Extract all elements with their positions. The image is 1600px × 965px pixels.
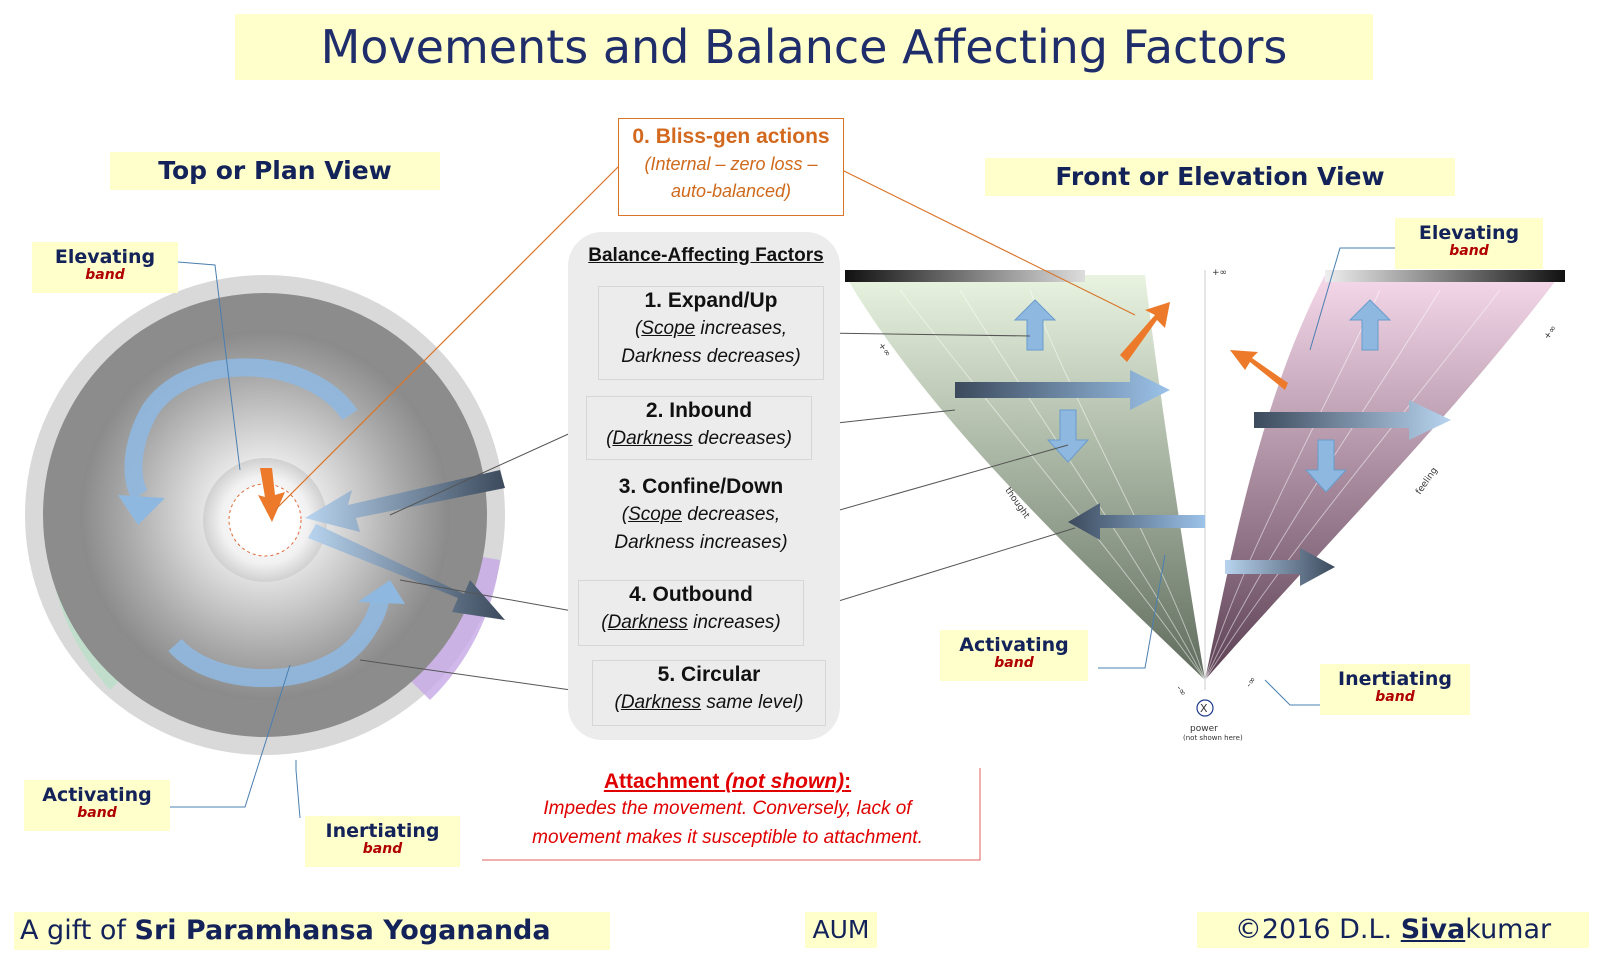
plan-elevating-label: Elevating bbox=[54, 246, 156, 268]
factor-1-title: 1. Expand/Up bbox=[644, 289, 778, 312]
front-activating-band: Activating band bbox=[940, 630, 1088, 681]
front-inertiating-band: Inertiating band bbox=[1320, 664, 1470, 715]
factor-5: 5. Circular (Darkness same level) bbox=[592, 660, 826, 726]
plan-elevating-band: Elevating band bbox=[32, 242, 178, 293]
label-bottom-right: -∞ bbox=[1244, 675, 1258, 690]
factor-3-title: 3. Confine/Down bbox=[618, 475, 784, 498]
plan-leader-lines bbox=[168, 261, 301, 819]
label-right-pos: +∞ bbox=[1542, 324, 1559, 342]
bliss-actions-box: 0. Bliss-gen actions (Internal – zero lo… bbox=[618, 118, 844, 216]
label-bottom-left: -∞ bbox=[1174, 684, 1188, 699]
factor-2-desc: (Darkness decreases) bbox=[606, 428, 792, 449]
front-inertiating-band-word: band bbox=[1375, 689, 1415, 705]
label-feeling: feeling bbox=[1414, 466, 1440, 497]
plan-elevating-band-word: band bbox=[85, 267, 125, 283]
plan-activating-band-word: band bbox=[77, 805, 117, 821]
front-activating-band-word: band bbox=[994, 655, 1034, 671]
front-elevating-band: Elevating band bbox=[1395, 218, 1543, 269]
factor-2-title: 2. Inbound bbox=[645, 399, 753, 422]
elevation-view bbox=[845, 270, 1565, 717]
attachment-note: Attachment (not shown): Impedes the move… bbox=[480, 770, 975, 852]
x-symbol: X bbox=[1200, 702, 1208, 715]
front-elevating-band-word: band bbox=[1449, 243, 1489, 259]
factor-4-title: 4. Outbound bbox=[629, 583, 753, 606]
bliss-title: 0. Bliss-gen actions bbox=[632, 125, 830, 148]
factor-3-desc: (Scope decreases,Darkness increases) bbox=[614, 504, 788, 553]
factor-5-title: 5. Circular bbox=[657, 663, 761, 686]
factor-3: 3. Confine/Down (Scope decreases,Darknes… bbox=[586, 472, 816, 566]
attachment-heading: Attachment (not shown): bbox=[603, 770, 852, 793]
label-left-pos: +∞ bbox=[876, 341, 893, 359]
plan-inertiating-label: Inertiating bbox=[325, 820, 440, 842]
label-power: power bbox=[1190, 724, 1218, 734]
factor-1: 1. Expand/Up (Scope increases,Darkness d… bbox=[598, 286, 824, 380]
front-elevating-label: Elevating bbox=[1418, 222, 1520, 244]
front-activating-label: Activating bbox=[959, 634, 1069, 656]
plan-view-label: Top or Plan View bbox=[110, 152, 440, 190]
plan-activating-label: Activating bbox=[42, 784, 152, 806]
bliss-subtitle: (Internal – zero loss – auto-balanced) bbox=[644, 154, 818, 201]
factor-4: 4. Outbound (Darkness increases) bbox=[578, 580, 804, 646]
balance-factors-heading: Balance-Affecting Factors bbox=[588, 245, 824, 266]
factor-2: 2. Inbound (Darkness decreases) bbox=[586, 396, 812, 460]
front-view-label: Front or Elevation View bbox=[985, 158, 1455, 196]
plan-view-disc bbox=[25, 275, 505, 755]
footer-copyright: ©2016 D.L. Sivakumar bbox=[1197, 912, 1589, 948]
footer-gift: A gift of Sri Paramhansa Yogananda bbox=[14, 912, 610, 950]
page-title: Movements and Balance Affecting Factors bbox=[235, 14, 1373, 80]
elevation-leader-lines bbox=[1098, 247, 1395, 706]
plan-inertiating-band: Inertiating band bbox=[305, 816, 460, 867]
footer-aum: AUM bbox=[805, 912, 877, 948]
label-power-note: (not shown here) bbox=[1183, 734, 1243, 742]
label-top-axis: +∞ bbox=[1212, 268, 1227, 278]
factor-4-desc: (Darkness increases) bbox=[601, 612, 781, 633]
attachment-body: Impedes the movement. Conversely, lack o… bbox=[532, 798, 923, 848]
bliss-leader-lines bbox=[274, 164, 1136, 511]
plan-inertiating-band-word: band bbox=[362, 841, 403, 857]
plan-activating-band: Activating band bbox=[24, 780, 170, 831]
attachment-bracket bbox=[482, 768, 981, 861]
factor-1-desc: (Scope increases,Darkness decreases) bbox=[621, 318, 801, 367]
factor-5-desc: (Darkness same level) bbox=[614, 692, 804, 713]
front-inertiating-label: Inertiating bbox=[1338, 668, 1452, 690]
